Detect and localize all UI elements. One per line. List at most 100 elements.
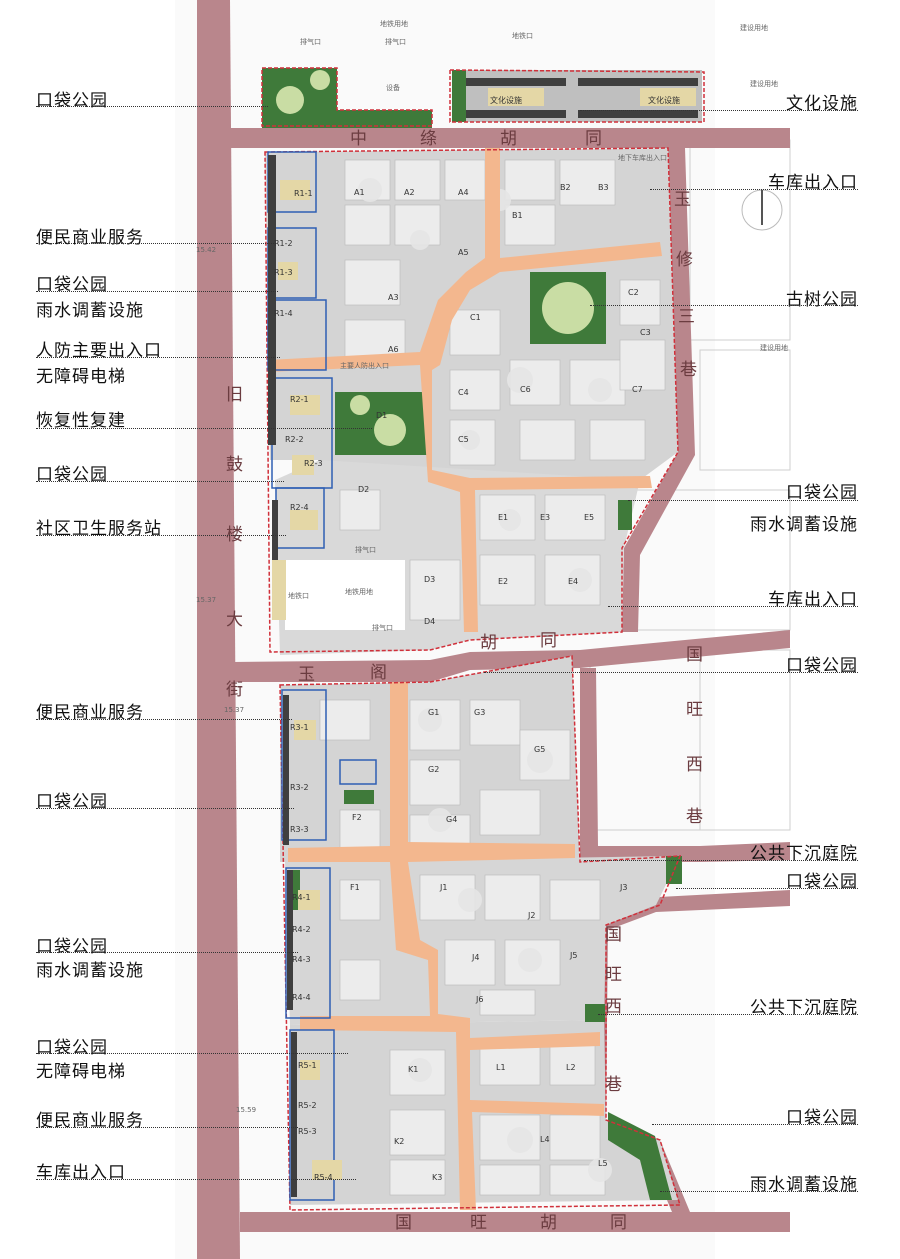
svg-text:G1: G1 <box>428 708 439 717</box>
svg-text:旺: 旺 <box>470 1213 487 1233</box>
svg-text:巷: 巷 <box>686 807 703 827</box>
callout-rainwater-storage: 雨水调蓄设施 <box>750 515 858 535</box>
callout-garage-entrance: 车库出入口 <box>768 590 858 610</box>
leader-line <box>36 719 292 720</box>
svg-text:巷: 巷 <box>605 1075 622 1095</box>
leader-line <box>36 535 286 536</box>
svg-text:K1: K1 <box>408 1065 418 1074</box>
svg-text:西: 西 <box>686 755 703 775</box>
svg-text:L4: L4 <box>540 1135 550 1144</box>
svg-text:C6: C6 <box>520 385 531 394</box>
leader-line <box>676 888 858 889</box>
callout-sunken-courtyard: 公共下沉庭院 <box>750 998 858 1018</box>
svg-text:旺: 旺 <box>686 700 703 720</box>
callout-convenience-commerce: 便民商业服务 <box>36 1111 144 1131</box>
callout-rainwater-storage: 雨水调蓄设施 <box>36 301 144 321</box>
svg-text:J3: J3 <box>619 883 627 892</box>
svg-text:R1-3: R1-3 <box>274 268 293 277</box>
svg-text:A3: A3 <box>388 293 399 302</box>
svg-text:K3: K3 <box>432 1173 442 1182</box>
leader-line <box>590 305 858 306</box>
callout-rainwater-storage: 雨水调蓄设施 <box>750 1175 858 1195</box>
svg-text:G5: G5 <box>534 745 545 754</box>
callout-civil-defense-entrance: 人防主要出入口 <box>36 341 162 361</box>
svg-text:设备: 设备 <box>386 83 400 92</box>
building-texture <box>319 159 666 1196</box>
svg-text:街: 街 <box>226 680 243 700</box>
leader-line <box>580 110 858 111</box>
leader-line <box>628 500 858 501</box>
svg-text:建设用地: 建设用地 <box>750 79 778 88</box>
svg-text:15.37: 15.37 <box>224 706 244 714</box>
svg-text:排气口: 排气口 <box>300 37 321 46</box>
svg-text:15.59: 15.59 <box>236 1106 256 1114</box>
pedestrian-paths <box>268 148 662 1210</box>
svg-text:R4-4: R4-4 <box>292 993 311 1002</box>
svg-text:D2: D2 <box>358 485 369 494</box>
leader-line <box>36 243 276 244</box>
svg-text:G2: G2 <box>428 765 439 774</box>
svg-text:J6: J6 <box>475 995 483 1004</box>
svg-text:C3: C3 <box>640 328 651 337</box>
leader-line <box>36 481 284 482</box>
svg-text:C2: C2 <box>628 288 639 297</box>
svg-text:同: 同 <box>610 1213 627 1233</box>
svg-text:C5: C5 <box>458 435 469 444</box>
svg-text:R5-4: R5-4 <box>314 1173 333 1182</box>
svg-text:R4-2: R4-2 <box>292 925 311 934</box>
callout-pocket-park: 口袋公园 <box>786 872 858 892</box>
leader-line <box>36 1179 356 1180</box>
leader-line <box>36 952 298 953</box>
svg-text:建设用地: 建设用地 <box>740 23 768 32</box>
callout-pocket-park: 口袋公园 <box>36 91 108 111</box>
svg-text:地铁用地: 地铁用地 <box>345 587 373 596</box>
svg-text:E4: E4 <box>568 577 578 586</box>
svg-text:D4: D4 <box>424 617 435 626</box>
svg-text:地铁口: 地铁口 <box>512 31 533 40</box>
callout-pocket-park: 口袋公园 <box>786 656 858 676</box>
svg-text:R2-2: R2-2 <box>285 435 304 444</box>
north-hutong-road <box>197 128 790 148</box>
svg-text:J4: J4 <box>471 953 479 962</box>
svg-text:15.42: 15.42 <box>196 246 216 254</box>
svg-text:胡: 胡 <box>480 633 497 653</box>
svg-text:15.37: 15.37 <box>196 596 216 604</box>
leader-line <box>36 1053 348 1054</box>
svg-text:L2: L2 <box>566 1063 576 1072</box>
svg-text:A4: A4 <box>458 188 469 197</box>
svg-text:G3: G3 <box>474 708 485 717</box>
callout-accessible-elevator: 无障碍电梯 <box>36 367 126 387</box>
svg-text:旧: 旧 <box>226 385 243 405</box>
svg-text:R2-1: R2-1 <box>290 395 309 404</box>
svg-text:B3: B3 <box>598 183 609 192</box>
svg-text:鼓: 鼓 <box>226 455 243 475</box>
svg-text:排气口: 排气口 <box>355 545 376 554</box>
svg-text:R2-3: R2-3 <box>304 459 323 468</box>
svg-text:J5: J5 <box>569 951 577 960</box>
callout-pocket-park: 口袋公园 <box>36 465 108 485</box>
block-codes: R1-1 R1-2 R1-3 R1-4 R2-1 R2-2 R2-3 R2-4 … <box>274 183 651 1182</box>
svg-text:文化设施: 文化设施 <box>490 95 522 105</box>
road-name-east-lane-lower: 国 旺 西 巷 <box>605 925 622 1095</box>
svg-text:国: 国 <box>395 1213 412 1233</box>
svg-text:排气口: 排气口 <box>385 37 406 46</box>
svg-text:绦: 绦 <box>420 129 437 149</box>
callout-pocket-park: 口袋公园 <box>786 1108 858 1128</box>
svg-text:胡: 胡 <box>500 129 517 149</box>
svg-text:地铁用地: 地铁用地 <box>380 19 408 28</box>
svg-text:R3-3: R3-3 <box>290 825 309 834</box>
trees <box>358 178 612 1182</box>
svg-text:地下车库出入口: 地下车库出入口 <box>618 153 667 162</box>
svg-text:F1: F1 <box>350 883 360 892</box>
callout-ancient-tree-park: 古树公园 <box>786 290 858 310</box>
svg-text:玉: 玉 <box>298 665 315 685</box>
map-annotations: 地铁用地 排气口 排气口 地铁口 设备 建设用地 建设用地 建设用地 文化设施 … <box>196 19 788 1114</box>
svg-text:E3: E3 <box>540 513 550 522</box>
leader-line <box>598 1014 858 1015</box>
callout-convenience-commerce: 便民商业服务 <box>36 703 144 723</box>
road-name-north-hutong: 中 绦 胡 同 <box>350 129 602 149</box>
leader-line <box>36 808 294 809</box>
svg-text:C1: C1 <box>470 313 481 322</box>
svg-text:R5-2: R5-2 <box>298 1101 317 1110</box>
svg-text:同: 同 <box>540 631 557 651</box>
